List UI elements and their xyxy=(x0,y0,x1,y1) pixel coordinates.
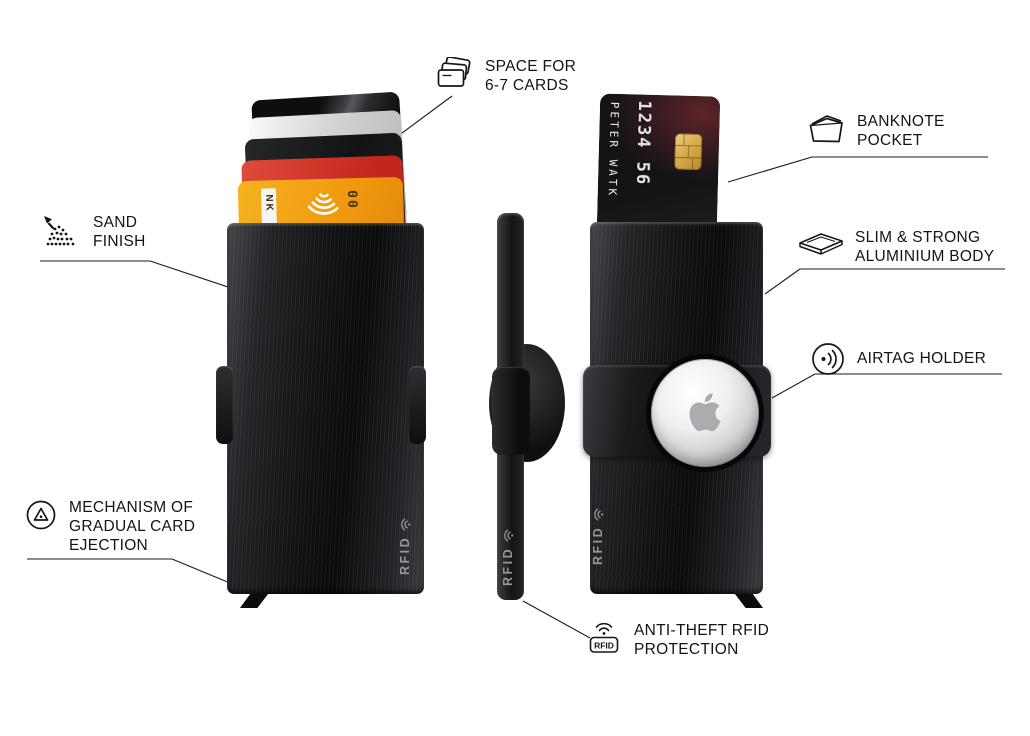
callout-sand-finish: SAND FINISH xyxy=(40,213,146,251)
strap-side xyxy=(492,367,530,455)
cards-stack-icon xyxy=(437,57,471,87)
airtag xyxy=(651,359,759,467)
card-orange: NK 00 xyxy=(237,176,406,282)
wallet-front-body xyxy=(227,223,424,594)
callout-space-cards: SPACE FOR 6-7 CARDS xyxy=(436,57,576,95)
callout-label: SAND FINISH xyxy=(93,214,146,250)
bank-card: PETER WATK 1234 56 xyxy=(595,93,721,272)
callout-banknote-pocket: BANKNOTE POCKET xyxy=(806,112,945,150)
rfid-waves-icon xyxy=(400,518,410,531)
callout-label: MECHANISM OF GRADUAL CARD EJECTION xyxy=(69,499,196,554)
callout-label: SPACE FOR 6-7 CARDS xyxy=(485,58,577,94)
contactless-icon xyxy=(307,193,339,215)
callout-label: AIRTAG HOLDER xyxy=(857,350,987,367)
callout-rfid-protection: RFID ANTI-THEFT RFID PROTECTION xyxy=(585,621,769,659)
apple-logo-icon xyxy=(689,393,721,432)
banknote-pocket-icon xyxy=(809,115,843,143)
rfid-waves-icon xyxy=(593,508,603,521)
slim-aluminium-icon xyxy=(799,233,843,255)
rfid-marking: RFID xyxy=(398,518,412,575)
rfid-waves-icon xyxy=(503,529,513,542)
rfid-text: RFID xyxy=(591,525,605,565)
ejection-tab-left xyxy=(216,366,233,444)
rfid-marking: RFID xyxy=(591,508,605,565)
rfid-badge-icon: RFID xyxy=(589,622,619,653)
rfid-icon-text: RFID xyxy=(594,641,614,651)
callout-airtag-holder: AIRTAG HOLDER xyxy=(810,341,986,377)
rfid-marking: RFID xyxy=(501,529,515,586)
callout-label: SLIM & STRONG ALUMINIUM BODY xyxy=(855,229,995,265)
ejection-tab-right xyxy=(409,366,426,444)
sand-finish-icon xyxy=(44,216,75,246)
callout-card-ejection: MECHANISM OF GRADUAL CARD EJECTION xyxy=(24,498,195,555)
callout-label: ANTI-THEFT RFID PROTECTION xyxy=(634,622,770,658)
airtag-signal-icon xyxy=(812,343,844,375)
callout-slim-body: SLIM & STRONG ALUMINIUM BODY xyxy=(798,228,994,266)
ejection-mechanism-icon xyxy=(26,500,56,530)
callout-label: BANKNOTE POCKET xyxy=(857,113,945,149)
emv-chip xyxy=(674,133,703,171)
